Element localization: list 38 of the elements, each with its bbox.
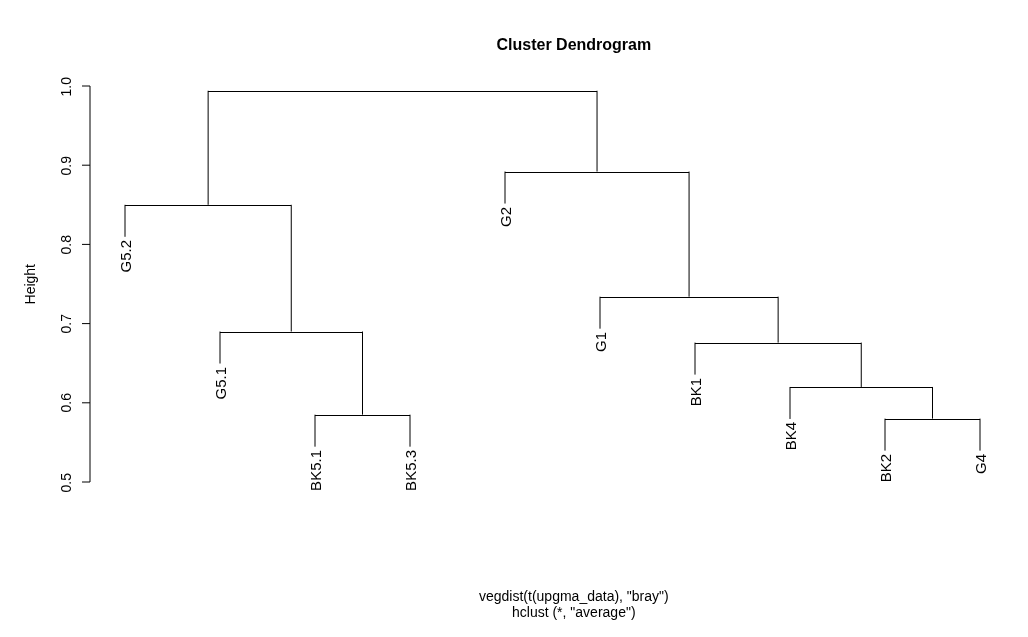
dendrogram-branch bbox=[219, 331, 221, 364]
dendrogram-branch bbox=[688, 171, 690, 298]
axis-title: Height bbox=[22, 264, 38, 305]
tick-label: 1.0 bbox=[58, 76, 74, 96]
leaf-label: BK5.3 bbox=[401, 446, 419, 491]
chart-title: Cluster Dendrogram bbox=[496, 36, 652, 54]
leaf-label: G1 bbox=[591, 328, 609, 352]
dendrogram-branch bbox=[596, 90, 598, 173]
dendrogram-branch bbox=[207, 90, 209, 206]
dendrogram-branch bbox=[860, 342, 862, 388]
tick-label: 0.8 bbox=[58, 234, 74, 255]
dendrogram-branch bbox=[932, 386, 933, 420]
leaf-label: G5.2 bbox=[116, 236, 134, 273]
tick-label: 0.6 bbox=[58, 393, 74, 413]
dendrogram-branch bbox=[694, 342, 696, 376]
dendrogram-branch bbox=[362, 331, 363, 416]
dendrogram-branch bbox=[290, 204, 292, 332]
dendrogram-branch bbox=[777, 296, 779, 344]
leaf-label: G5.1 bbox=[211, 363, 229, 400]
dendrogram-branch bbox=[409, 414, 411, 448]
dendrogram-branch bbox=[504, 171, 506, 205]
leaf-label: BK2 bbox=[876, 450, 894, 482]
dendrogram-branch bbox=[314, 414, 316, 448]
tick-label: 0.9 bbox=[58, 155, 74, 176]
leaf-label: G4 bbox=[971, 450, 989, 474]
dendrogram-branch bbox=[124, 204, 126, 238]
leaf-label: BK4 bbox=[781, 418, 799, 451]
tick-label: 0.7 bbox=[58, 314, 74, 334]
leaf-label: BK5.1 bbox=[306, 446, 324, 491]
dendrogram-branch bbox=[979, 418, 981, 452]
dendrogram-branch bbox=[599, 296, 601, 330]
leaf-label: BK1 bbox=[686, 374, 704, 406]
dendrogram-branch bbox=[789, 386, 791, 420]
dendrogram-branch bbox=[884, 418, 886, 452]
tick-label: 0.5 bbox=[58, 472, 74, 492]
leaf-label: G2 bbox=[496, 203, 514, 227]
caption-line: vegdist(t(upgma_data), "bray") bbox=[479, 588, 669, 604]
caption-line: hclust (*, "average") bbox=[512, 604, 636, 620]
